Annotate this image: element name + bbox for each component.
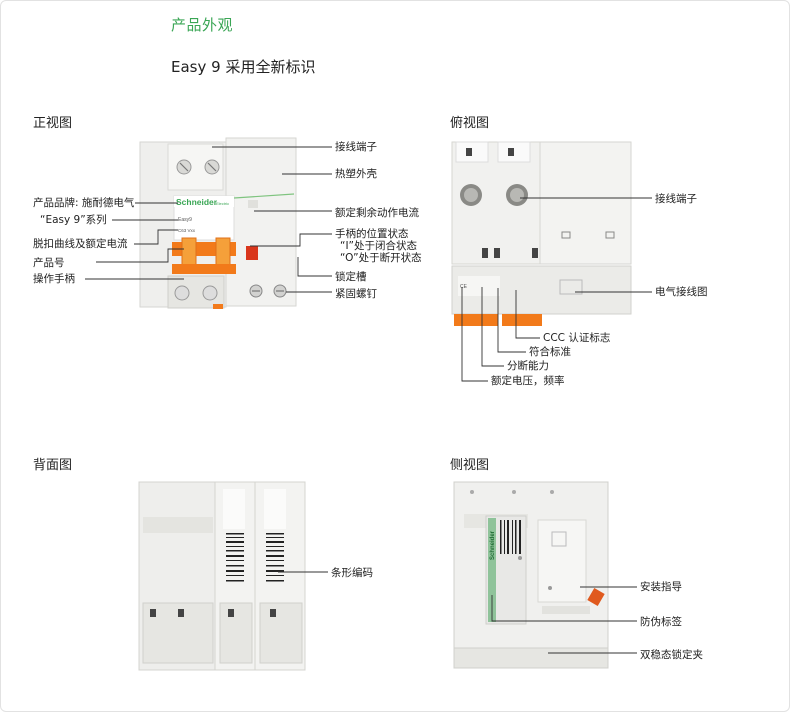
top-label-ccc: CCC 认证标志	[543, 332, 611, 344]
back-label-barcode: 条形编码	[331, 567, 373, 579]
front-brand-text: Schneider	[176, 197, 218, 207]
front-label-brand: 产品品牌: 施耐德电气	[33, 197, 135, 209]
back-view-heading: 背面图	[33, 458, 73, 473]
front-label-handle: 操作手柄	[33, 273, 75, 285]
top-label-breaking: 分断能力	[507, 360, 549, 372]
top-label-terminal: 接线端子	[655, 193, 697, 205]
page-title: 产品外观	[171, 16, 234, 34]
front-label-curve: 脱扣曲线及额定电流	[33, 238, 128, 250]
side-brand-text: Schneider	[490, 530, 496, 560]
front-label-screw: 紧固螺钉	[335, 288, 377, 300]
top-label-wiring: 电气接线图	[655, 286, 708, 298]
side-view-heading: 侧视图	[450, 458, 490, 473]
front-view-image: Schneider Electric Easy9 C63 Vxx	[139, 137, 297, 309]
top-label-voltage: 额定电压，频率	[491, 375, 565, 387]
front-label-handle-state-1: 手柄的位置状态	[335, 228, 409, 240]
front-label-residual: 额定剩余动作电流	[335, 207, 419, 219]
front-brand-sub: Electric	[216, 201, 229, 206]
front-label-model: 产品号	[33, 257, 65, 269]
side-label-guide: 安装指导	[640, 581, 682, 593]
side-label-clip: 双稳态锁定夹	[640, 649, 703, 661]
front-label-housing: 热塑外壳	[335, 168, 377, 180]
back-view-image	[138, 481, 306, 671]
front-label-series: “Easy 9”系列	[40, 214, 107, 226]
front-label-lock-slot: 锁定槽	[335, 271, 367, 283]
front-view-heading: 正视图	[33, 116, 73, 131]
top-view-heading: 俯视图	[450, 116, 490, 131]
side-label-anti-fake: 防伪标签	[640, 616, 682, 628]
top-label-standard: 符合标准	[529, 346, 571, 358]
front-series-text: Easy9	[178, 217, 192, 223]
page-subtitle: Easy 9 采用全新标识	[171, 58, 316, 76]
front-model-text: C63 Vxx	[178, 228, 196, 233]
svg-text:CE: CE	[460, 284, 468, 290]
front-label-handle-state-2: “I”处于闭合状态	[340, 240, 417, 252]
front-label-terminal: 接线端子	[335, 141, 377, 153]
side-view-image: Schneider	[453, 481, 609, 669]
front-label-handle-state-3: “O”处于断开状态	[340, 252, 422, 264]
